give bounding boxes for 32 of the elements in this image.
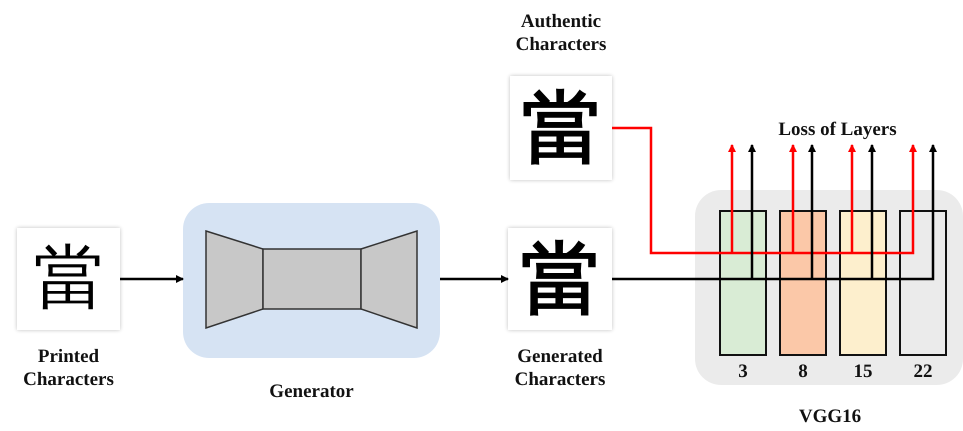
arrow (440, 275, 509, 283)
layer-block (899, 210, 947, 356)
arrow (728, 144, 736, 210)
node-label: Generated Characters (514, 345, 606, 391)
layer-number: 3 (737, 360, 749, 383)
character-glyph: 當 (522, 89, 600, 167)
node-label: Generator (268, 380, 355, 403)
character-glyph: 當 (521, 240, 599, 318)
character-image (17, 228, 120, 330)
layer-block (779, 210, 827, 356)
loss-label: Loss of Layers (760, 115, 915, 145)
character-glyph: 當 (34, 244, 104, 314)
node-label: Authentic Characters (514, 10, 608, 56)
character-image (510, 76, 612, 180)
arrow (848, 144, 856, 210)
generator-box (183, 203, 440, 358)
arrow (120, 275, 184, 283)
layer-number: 22 (912, 360, 934, 383)
arrow (789, 144, 797, 210)
arrow (868, 144, 876, 210)
arrow (929, 144, 937, 210)
network-panel (695, 190, 963, 385)
layer-block (719, 210, 767, 356)
arrow (748, 144, 756, 210)
node-label: VGG16 (798, 405, 862, 428)
layer-block (839, 210, 887, 356)
layer-number: 8 (797, 360, 809, 383)
layer-number: 15 (852, 360, 874, 383)
arrow (808, 144, 816, 210)
node-label: Printed Characters (22, 345, 115, 391)
character-image (508, 228, 612, 330)
arrow (909, 144, 917, 210)
